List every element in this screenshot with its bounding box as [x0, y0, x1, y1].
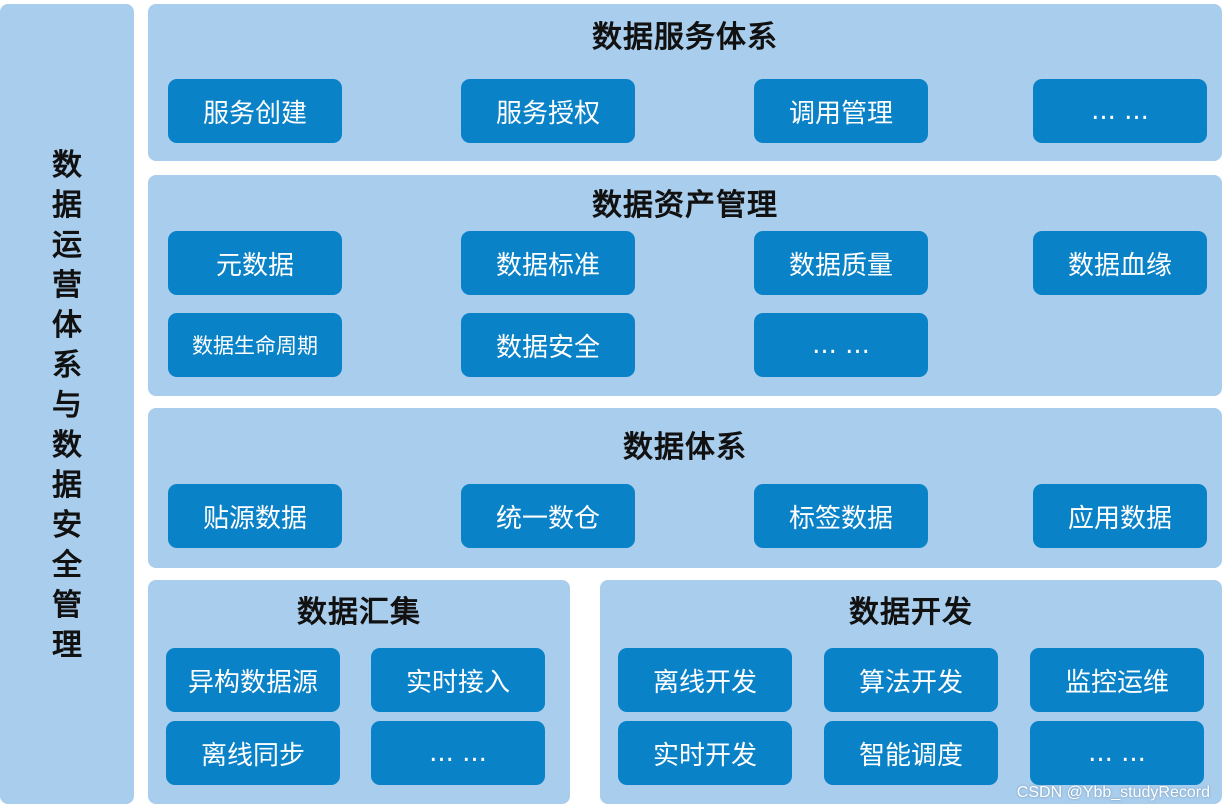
- side-title-char: 安: [52, 508, 82, 543]
- data-lifecycle-box: 数据生命周期: [168, 313, 342, 377]
- realtime-dev-box: 实时开发: [618, 721, 792, 785]
- service-panel: 数据服务体系 服务创建 服务授权 调用管理 ... ...: [148, 4, 1222, 161]
- collect-more-box: ... ...: [371, 721, 545, 785]
- side-panel: 数 据 运 营 体 系 与 数 据 安 全 管 理: [0, 4, 134, 804]
- unified-warehouse-box: 统一数仓: [461, 484, 635, 548]
- side-title-char: 数: [52, 148, 82, 183]
- source-data-box: 贴源数据: [168, 484, 342, 548]
- data-security-box: 数据安全: [461, 313, 635, 377]
- service-title: 数据服务体系: [592, 20, 778, 55]
- call-manage-box: 调用管理: [754, 79, 928, 143]
- realtime-ingest-box: 实时接入: [371, 648, 545, 712]
- side-title: 数 据 运 营 体 系 与 数 据 安 全 管 理: [0, 146, 134, 666]
- side-title-char: 数: [52, 428, 82, 463]
- develop-title: 数据开发: [849, 595, 973, 630]
- side-title-char: 理: [52, 628, 82, 663]
- system-panel: 数据体系 贴源数据 统一数仓 标签数据 应用数据: [148, 408, 1222, 568]
- side-title-char: 系: [52, 348, 82, 383]
- service-more-box: ... ...: [1033, 79, 1207, 143]
- asset-more-box: ... ...: [754, 313, 928, 377]
- smart-schedule-box: 智能调度: [824, 721, 998, 785]
- side-title-char: 营: [52, 268, 82, 303]
- side-title-char: 与: [52, 388, 82, 423]
- side-title-char: 体: [52, 308, 82, 343]
- develop-more-box: ... ...: [1030, 721, 1204, 785]
- offline-sync-box: 离线同步: [166, 721, 340, 785]
- service-auth-box: 服务授权: [461, 79, 635, 143]
- app-data-box: 应用数据: [1033, 484, 1207, 548]
- collect-panel: 数据汇集 异构数据源 实时接入 离线同步 ... ...: [148, 580, 570, 804]
- side-title-char: 运: [52, 228, 82, 263]
- metadata-box: 元数据: [168, 231, 342, 295]
- data-standard-box: 数据标准: [461, 231, 635, 295]
- data-lineage-box: 数据血缘: [1033, 231, 1207, 295]
- algorithm-dev-box: 算法开发: [824, 648, 998, 712]
- asset-panel: 数据资产管理 元数据 数据标准 数据质量 数据血缘 数据生命周期 数据安全 ..…: [148, 175, 1222, 396]
- side-title-char: 全: [52, 548, 82, 583]
- monitor-ops-box: 监控运维: [1030, 648, 1204, 712]
- develop-panel: 数据开发 离线开发 算法开发 监控运维 实时开发 智能调度 ... ...: [600, 580, 1222, 804]
- system-title: 数据体系: [623, 430, 747, 465]
- watermark: CSDN @Ybb_studyRecord: [1016, 784, 1210, 801]
- collect-title: 数据汇集: [297, 595, 421, 630]
- tag-data-box: 标签数据: [754, 484, 928, 548]
- asset-title: 数据资产管理: [592, 188, 778, 223]
- service-create-box: 服务创建: [168, 79, 342, 143]
- side-title-char: 管: [52, 588, 82, 623]
- side-title-char: 据: [52, 188, 82, 223]
- side-title-char: 据: [52, 468, 82, 503]
- hetero-source-box: 异构数据源: [166, 648, 340, 712]
- offline-dev-box: 离线开发: [618, 648, 792, 712]
- data-quality-box: 数据质量: [754, 231, 928, 295]
